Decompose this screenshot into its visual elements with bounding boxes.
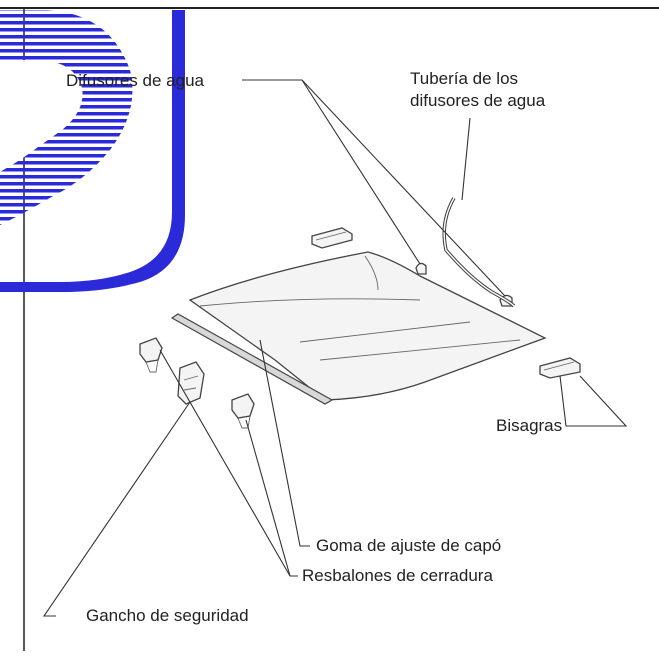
- water-sprayer-nozzle-1: [415, 262, 427, 275]
- hinge-right: [539, 357, 581, 379]
- label-lock-bumpers: Resbalones de cerradura: [302, 566, 493, 585]
- hood-panel: [188, 251, 547, 401]
- hinge-top: [311, 227, 353, 249]
- label-safety-hook: Gancho de seguridad: [86, 606, 249, 625]
- label-hinges: Bisagras: [496, 416, 562, 435]
- label-sprayer-tube-line2: difusores de agua: [410, 91, 546, 110]
- water-sprayer-tube: [442, 197, 516, 308]
- label-hood-seal: Goma de ajuste de capó: [316, 536, 501, 555]
- label-sprayer-tube-line1: Tubería de los: [410, 69, 518, 88]
- hood-seal-strip: [170, 313, 334, 405]
- blue-stamp-watermark: [0, 10, 185, 292]
- leader-lines: [42, 79, 628, 617]
- label-water-sprayers: Difusores de agua: [66, 71, 205, 90]
- safety-hook: [177, 361, 205, 405]
- lock-bumper-right: [231, 393, 255, 429]
- lock-bumper-left: [139, 337, 163, 373]
